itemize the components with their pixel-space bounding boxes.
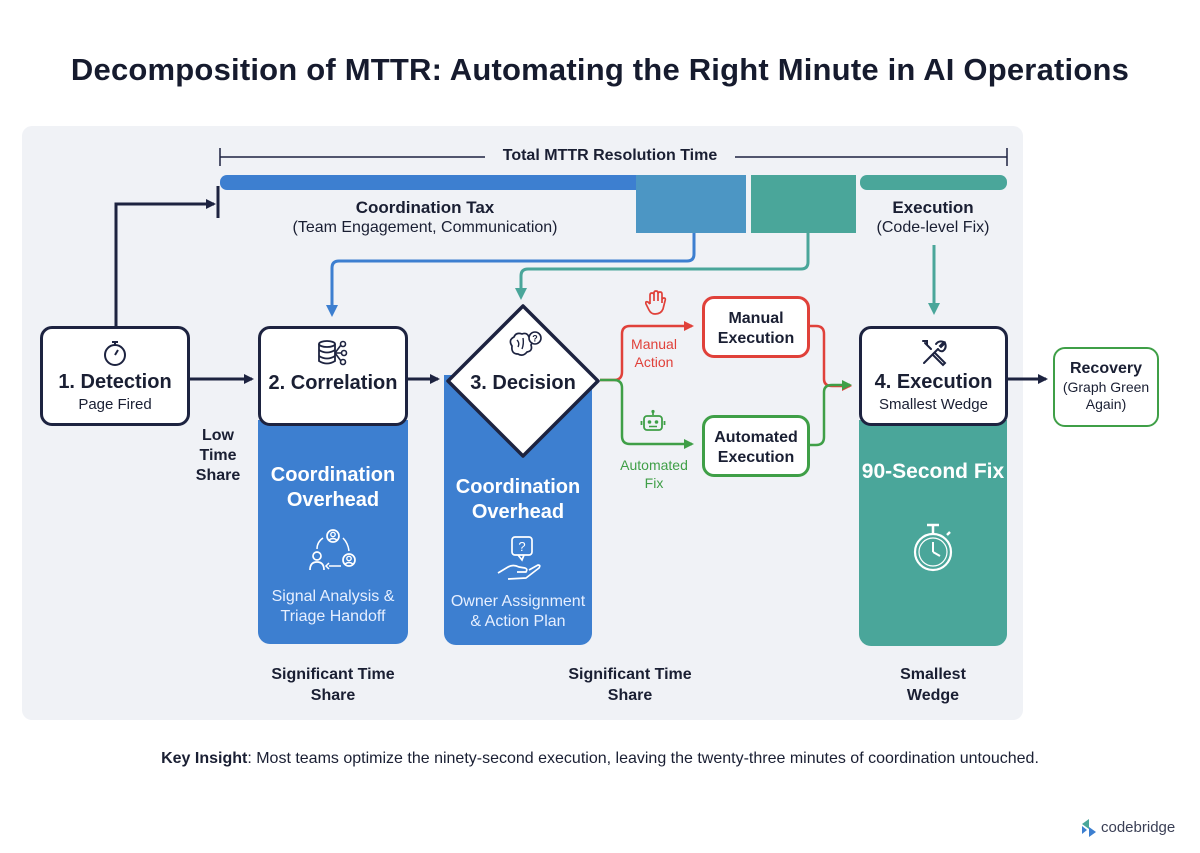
automated-fix-label: Automated Fix <box>620 457 688 491</box>
automated-execution-label: Automated Execution <box>714 429 798 466</box>
execution-time-title: Execution <box>892 198 974 217</box>
correlation-title: 2. Correlation <box>268 372 398 394</box>
detection-box: 1. Detection Page Fired <box>40 326 190 426</box>
total-mttr-label: Total MTTR Resolution Time <box>502 147 718 164</box>
decision-column-text: Owner Assignment & Action Plan <box>450 593 586 630</box>
decision-time-share: Significant Time Share <box>568 666 692 704</box>
correlation-box: 2. Correlation <box>258 326 408 426</box>
stopwatch-icon <box>104 341 126 366</box>
correlation-column-title: Coordination Overhead <box>270 464 396 511</box>
execution-box: 4. Execution Smallest Wedge <box>859 326 1008 426</box>
team-cycle-icon <box>309 529 356 571</box>
key-insight: Key Insight: Most teams optimize the nin… <box>0 750 1200 768</box>
svg-text:?: ? <box>518 539 525 554</box>
manual-execution-box: Manual Execution <box>702 296 810 358</box>
recovery-subtitle: (Graph Green Again) <box>1062 379 1150 412</box>
execution-time-share: Smallest Wedge <box>900 666 966 704</box>
manual-action-label: Manual Action <box>631 336 677 370</box>
manual-execution-label: Manual Execution <box>717 310 795 347</box>
execution-column-title: 90-Second Fix <box>861 460 1005 483</box>
coordination-tax-subtitle: (Team Engagement, Communication) <box>292 219 558 236</box>
page-title: Decomposition of MTTR: Automating the Ri… <box>70 52 1130 87</box>
automated-execution-box: Automated Execution <box>702 415 810 477</box>
recovery-title: Recovery <box>1069 360 1143 377</box>
brain-question-icon: ? <box>509 331 542 356</box>
decision-title: 3. Decision <box>470 372 576 394</box>
brand-name: codebridge <box>1101 819 1176 836</box>
stopwatch-icon <box>913 523 953 572</box>
total-mttr-bracket <box>219 148 1008 166</box>
decision-diamond <box>446 304 600 458</box>
detection-title: 1. Detection <box>58 371 172 393</box>
robot-icon <box>640 409 666 431</box>
coordination-tax-title: Coordination Tax <box>355 198 495 217</box>
hand-question-icon: ? <box>497 536 541 580</box>
svg-text:?: ? <box>532 334 538 344</box>
key-insight-label: Key Insight <box>161 750 248 767</box>
decision-column-title: Coordination Overhead <box>455 476 581 523</box>
mttr-bar <box>220 175 1007 233</box>
execution-time-subtitle: (Code-level Fix) <box>876 219 990 236</box>
key-insight-text: : Most teams optimize the ninety-second … <box>247 750 1039 767</box>
correlation-column-text: Signal Analysis & Triage Handoff <box>271 588 395 625</box>
detection-subtitle: Page Fired <box>78 396 152 413</box>
hand-stop-icon <box>645 290 667 315</box>
execution-title: 4. Execution <box>874 371 993 393</box>
execution-subtitle: Smallest Wedge <box>879 396 988 413</box>
detection-time-share: Low Time Share <box>195 427 241 484</box>
correlation-time-share: Significant Time Share <box>271 666 395 704</box>
tools-icon <box>921 340 947 367</box>
recovery-box: Recovery (Graph Green Again) <box>1053 347 1159 427</box>
database-network-icon <box>318 340 348 366</box>
codebridge-logo-icon <box>1082 819 1096 837</box>
